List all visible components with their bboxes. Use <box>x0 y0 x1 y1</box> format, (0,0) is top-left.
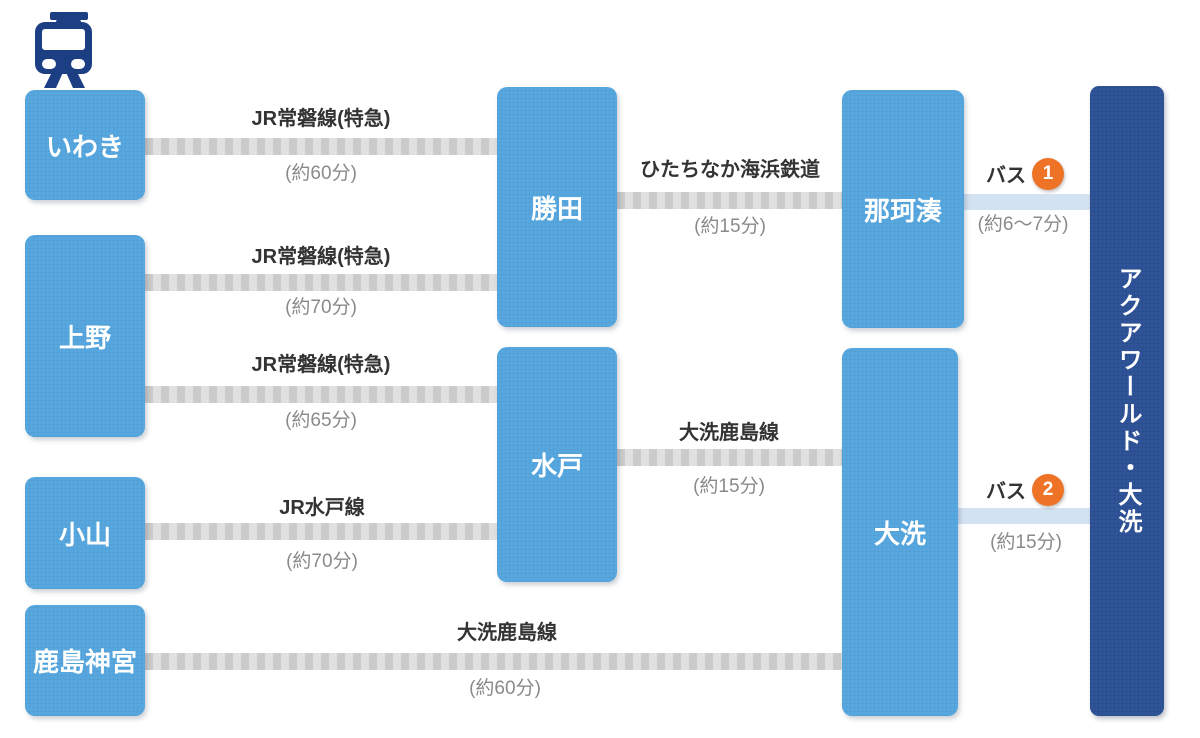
route-duration-kashimajingu-oarai: (約60分) <box>469 678 541 699</box>
station-label: いわき <box>45 131 124 162</box>
station-box-nakaminato: 那珂湊 <box>842 90 964 328</box>
station-label: 鹿島神宮 <box>32 647 137 677</box>
station-box-mito: 水戸 <box>497 347 617 582</box>
route-name-kashimajingu-oarai: 大洗鹿島線 <box>457 622 557 644</box>
station-box-ueno: 上野 <box>25 235 145 437</box>
bus-badge-2: 2 <box>1032 473 1064 506</box>
bus-duration-2: (約15分) <box>990 532 1062 553</box>
station-label: 上野 <box>58 322 111 353</box>
rail-line-oyama-mito <box>145 523 497 540</box>
bus-line-oarai-aquaworld <box>958 508 1090 524</box>
station-box-oyama: 小山 <box>25 477 145 589</box>
destination-label: アクアワールド・大洗 <box>1114 266 1141 536</box>
rail-line-ueno-katsuta <box>145 274 497 291</box>
route-duration-ueno-katsuta: (約70分) <box>285 297 357 318</box>
station-label: 水戸 <box>530 451 583 481</box>
rail-line-iwaki-katsuta <box>145 138 497 155</box>
bus-badge-2-number: 2 <box>1042 478 1054 500</box>
station-label: 大洗 <box>873 518 926 549</box>
bus-label-1: バス 1 <box>986 157 1064 190</box>
bus-label-text: バス <box>986 165 1026 187</box>
station-label: 那珂湊 <box>863 195 942 226</box>
station-box-kashimajingu: 鹿島神宮 <box>25 605 145 716</box>
route-name-oyama-mito: JR水戸線 <box>279 497 365 519</box>
bus-badge-1: 1 <box>1032 157 1064 190</box>
route-name-katsuta-nakaminato: ひたちなか海浜鉄道 <box>640 159 820 181</box>
rail-line-mito-oarai <box>617 449 842 466</box>
route-duration-katsuta-nakaminato: (約15分) <box>694 216 766 237</box>
route-duration-oyama-mito: (約70分) <box>286 551 358 572</box>
station-box-iwaki: いわき <box>25 90 145 200</box>
rail-line-ueno-mito <box>145 386 497 403</box>
bus-label-text: バス <box>986 481 1026 503</box>
destination-bar: アクアワールド・大洗 <box>1090 86 1164 716</box>
bus-label-2: バス 2 <box>986 473 1064 506</box>
bus-duration-1: (約6～7分) <box>977 214 1069 235</box>
route-duration-mito-oarai: (約15分) <box>693 476 765 497</box>
station-box-oarai: 大洗 <box>842 348 958 716</box>
rail-line-kashimajingu-oarai <box>145 653 842 670</box>
train-icon <box>35 12 92 88</box>
bus-line-nakaminato-aquaworld <box>964 194 1090 210</box>
route-duration-ueno-mito: (約65分) <box>285 410 357 431</box>
station-label: 小山 <box>58 519 111 550</box>
rail-line-katsuta-nakaminato <box>617 192 842 209</box>
station-label: 勝田 <box>530 193 583 224</box>
bus-badge-1-number: 1 <box>1042 162 1054 184</box>
route-duration-iwaki-katsuta: (約60分) <box>285 163 357 184</box>
route-name-mito-oarai: 大洗鹿島線 <box>679 422 779 444</box>
route-name-ueno-mito: JR常磐線(特急) <box>251 354 391 376</box>
route-name-iwaki-katsuta: JR常磐線(特急) <box>251 108 391 130</box>
route-name-ueno-katsuta: JR常磐線(特急) <box>251 246 391 268</box>
station-box-katsuta: 勝田 <box>497 87 617 327</box>
